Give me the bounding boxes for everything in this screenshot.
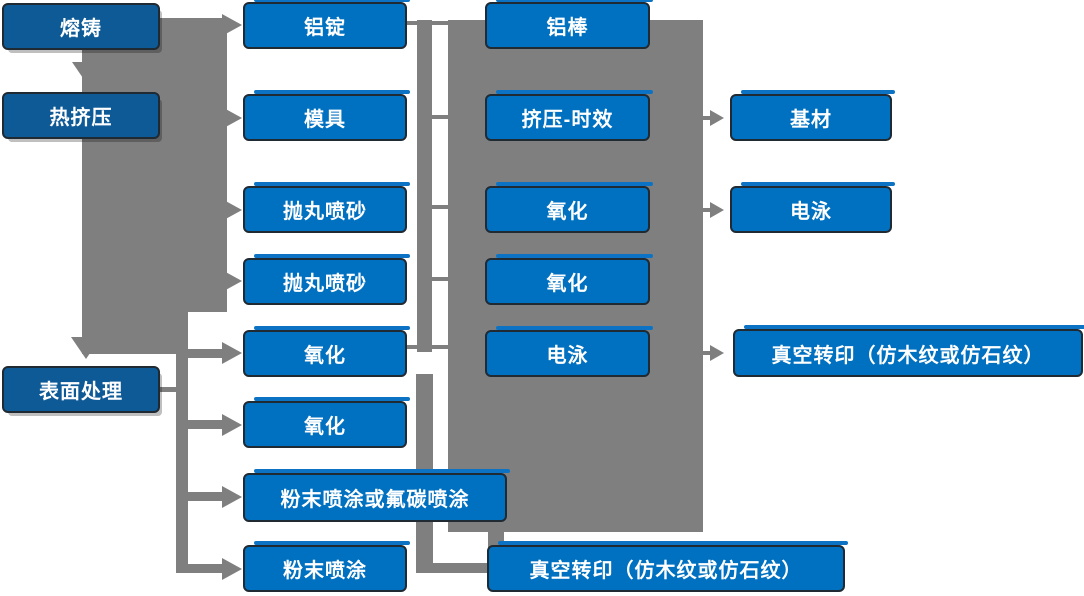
connector-shaft-row5 (184, 349, 224, 358)
arrow-to-electrophoresis-2 (710, 202, 724, 218)
node-shot-blasting-2: 抛丸喷砂 (243, 254, 410, 305)
arrow-shaft-electrophoresis (703, 208, 712, 212)
connector-left-wide-column (82, 18, 227, 312)
tie-line-row5 (405, 345, 450, 349)
node-base-material: 基材 (730, 90, 895, 141)
arrow-down-to-surface-treatment (71, 337, 101, 359)
node-powder-coating: 粉末喷涂 (243, 541, 410, 592)
connector-left-narrow-bar (176, 352, 188, 573)
node-aluminum-rod: 铝棒 (485, 0, 653, 49)
node-hot-extrusion: 热挤压 (2, 92, 160, 139)
connector-shaft-row8 (176, 564, 224, 573)
node-oxidation-3: 氧化 (485, 182, 653, 233)
node-vacuum-transfer-2: 真空转印（仿木纹或仿石纹） (733, 325, 1084, 377)
arrow-to-base-material (710, 110, 724, 126)
arrow-shaft-base-material (703, 116, 712, 120)
node-surface-treatment: 表面处理 (2, 366, 160, 413)
node-mold: 模具 (243, 90, 410, 141)
arrow-to-shot-blasting-1 (222, 199, 242, 221)
arrow-down-melting-to-extrusion (72, 62, 102, 84)
node-shot-blasting-1: 抛丸喷砂 (243, 182, 410, 233)
arrow-to-vacuum-transfer-2 (710, 345, 724, 361)
arrow-to-mold (222, 107, 242, 129)
tie-line-ingot-rod (405, 21, 450, 25)
connector-shaft-row6 (184, 420, 224, 429)
connector-surface-treatment-tie (157, 387, 179, 392)
tie-line-row4 (431, 277, 450, 281)
node-oxidation-4: 氧化 (485, 254, 653, 305)
node-aluminum-ingot: 铝锭 (243, 0, 410, 49)
node-electrophoresis-2: 电泳 (730, 182, 895, 233)
node-electrophoresis-1: 电泳 (485, 326, 653, 377)
node-melting-casting: 熔铸 (2, 3, 160, 50)
tie-line-row3 (431, 205, 450, 209)
arrow-to-aluminum-ingot (222, 14, 242, 36)
node-powder-or-fluorocarbon-coating: 粉末喷涂或氟碳喷涂 (243, 469, 510, 522)
arrow-to-oxidation-1 (222, 342, 242, 364)
node-oxidation-2: 氧化 (243, 397, 410, 448)
arrow-to-powder-fluoro (222, 486, 242, 508)
node-extrusion-aging: 挤压-时效 (485, 90, 653, 141)
tie-line-row2 (431, 115, 450, 119)
connector-bottom-tie (416, 563, 491, 573)
connector-middle-bar-upper (417, 20, 432, 352)
arrow-shaft-vacuum-transfer (703, 351, 712, 355)
arrow-to-powder-coating (222, 558, 242, 580)
node-vacuum-transfer-1: 真空转印（仿木纹或仿石纹） (487, 541, 848, 592)
arrow-to-shot-blasting-2 (222, 270, 242, 292)
node-oxidation-1: 氧化 (243, 326, 410, 377)
arrow-to-oxidation-2 (222, 414, 242, 436)
connector-shaft-row7 (184, 492, 224, 501)
